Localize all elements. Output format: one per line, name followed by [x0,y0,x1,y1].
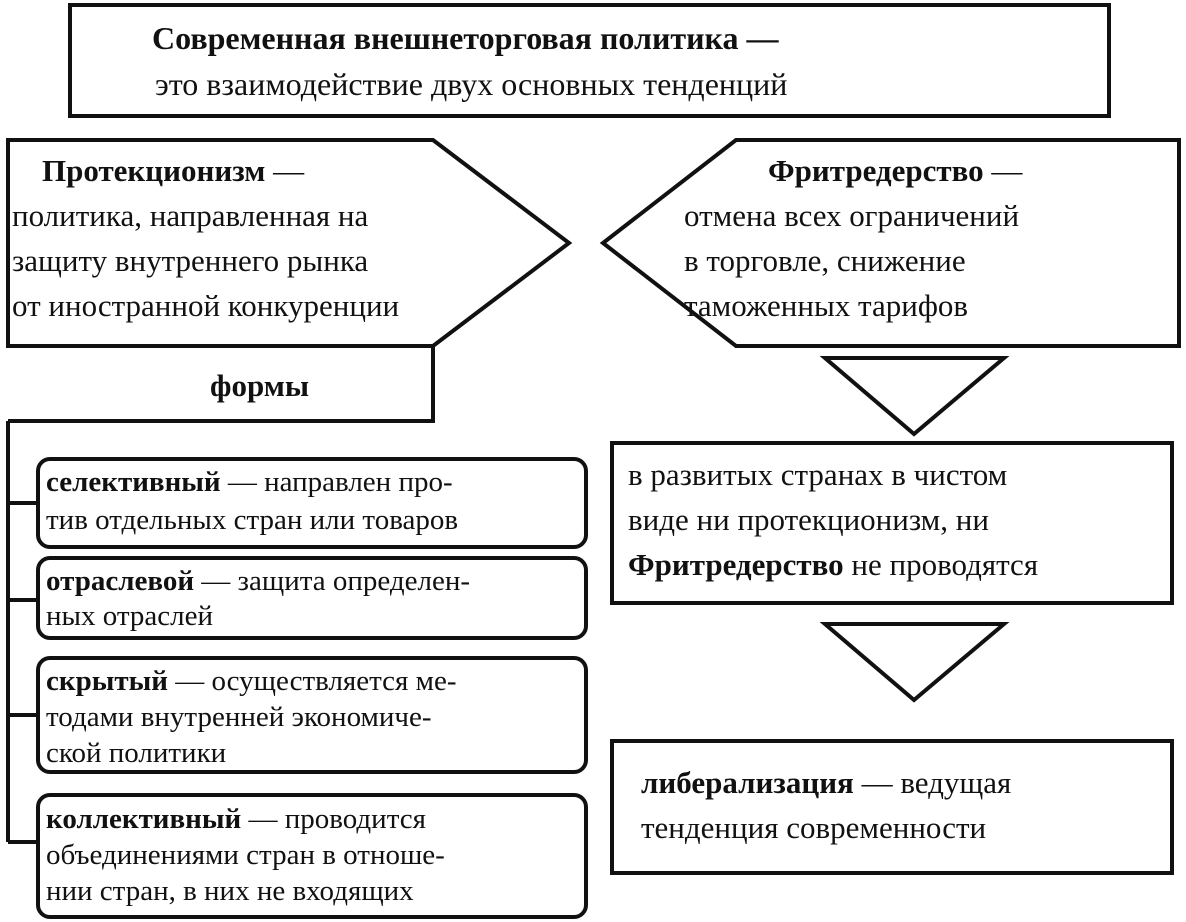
freetrade-line-1: отмена всех ограничений [684,198,1020,233]
form-box-selective [36,457,588,549]
form-hidden-line-2: тодами внутренней экономиче- [46,701,432,733]
liberalization-box [610,739,1174,875]
form-sectoral-line-1: отраслевой — защита определен- [46,562,470,600]
developed-box [610,441,1174,605]
freetrade-line-2: в торговле, снижение [684,243,966,278]
down-arrow-1 [819,356,1010,437]
liberal-line-2: тенденция современности [641,810,987,845]
freetrade-term: Фритредерство [768,153,984,188]
protectionism-line-1: политика, направленная на [12,198,369,233]
form-hidden-rest: — осуществляется ме- [167,665,457,697]
forms-label-frame [8,346,435,423]
form-collective-term: коллективный [46,803,242,835]
header-title: Современная внешнеторговая политика — [152,20,779,56]
form-collective-line-1: коллективный — проводится [46,801,426,837]
protectionism-term: Протекционизм [42,153,266,188]
header-box [68,3,1111,118]
header-subtitle: это взаимодействие двух основных тенденц… [155,66,788,102]
form-box-sectoral [36,556,588,640]
liberal-rest: — ведущая [853,765,1012,800]
developed-rest: не проводятся [843,547,1039,582]
form-collective-line-3: нии стран, в них не входящих [46,875,414,907]
form-box-collective [36,793,588,919]
developed-line-3: Фритредерство не проводятся [628,544,1038,585]
protectionism-line-3: от иностранной конкуренции [12,288,400,323]
forms-label: формы [210,368,310,403]
down-arrow-2 [819,622,1010,703]
form-selective-term: селективный [46,466,221,498]
developed-line-2: виде ни протекционизм, ни [628,502,989,537]
developed-term: Фритредерство [628,547,844,582]
form-hidden-term: скрытый [46,665,168,697]
protectionism-dash: — [265,153,305,188]
form-collective-line-2: объединениями стран в отноше- [46,839,445,871]
form-sectoral-rest: — защита определен- [194,565,471,597]
form-hidden-line-3: ской политики [46,737,227,769]
form-sectoral-term: отраслевой [46,565,195,597]
form-selective-rest: — направлен про- [220,466,453,498]
freetrade-heading: Фритредерство — [768,150,1022,191]
freetrade-line-3: таможенных тарифов [684,288,969,323]
form-collective-rest: — проводится [241,803,426,835]
developed-line-1: в развитых странах в чистом [628,457,1008,492]
protectionism-heading: Протекционизм — [42,150,304,191]
form-sectoral-line-2: ных отраслей [46,600,214,632]
freetrade-arrow [599,138,1181,348]
protectionism-line-2: защиту внутреннего рынка [12,243,369,278]
freetrade-dash: — [983,153,1023,188]
form-selective-line-1: селективный — направлен про- [46,463,453,501]
form-hidden-line-1: скрытый — осуществляется ме- [46,663,457,699]
form-box-hidden [36,656,588,774]
liberal-term: либерализация [641,765,854,800]
protectionism-arrow [6,138,573,348]
liberal-line-1: либерализация — ведущая [641,762,1011,803]
form-selective-line-2: тив отдельных стран или товаров [46,504,459,536]
